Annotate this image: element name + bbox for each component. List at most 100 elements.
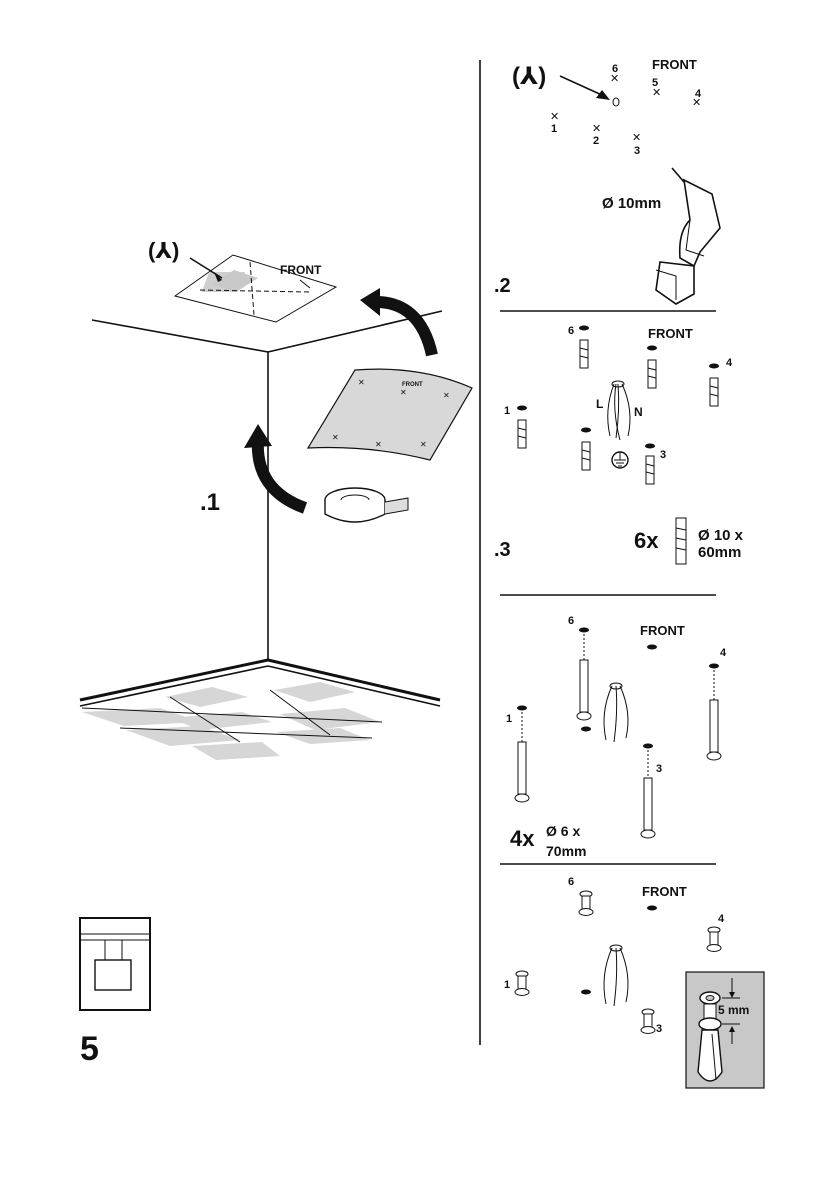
sheet-mark: ✕	[358, 378, 365, 387]
step-3-label: .3	[494, 539, 511, 561]
front-label: FRONT	[642, 884, 687, 899]
hole-number-2: 2	[593, 135, 599, 147]
step-3-panel: FRONT 6 4 1 3 L N 6x	[494, 325, 744, 565]
step-4-panel: FRONT 6 4 1 3 4x Ø 6 x 70mm	[506, 615, 727, 859]
screw-count: 4x	[510, 826, 535, 851]
placement-arrow-lower	[251, 439, 308, 514]
sheet-mark: ✕	[332, 433, 339, 442]
room-corner-illustration	[79, 310, 443, 707]
screw-head	[578, 890, 594, 916]
screw-head	[640, 1008, 656, 1034]
long-screw	[576, 627, 592, 721]
hole-number-4: 4	[720, 647, 727, 659]
plug-count: 6x	[634, 528, 659, 553]
plug-spec-line1: Ø 10 x	[698, 527, 744, 544]
power-cables	[603, 944, 629, 1007]
hole-number-4: 4	[695, 88, 702, 100]
floor-tiles	[81, 682, 383, 760]
power-cables	[607, 380, 631, 441]
step-5-panel: FRONT 6 4 1 3	[504, 876, 765, 1089]
hole-mark: ✕	[652, 87, 661, 99]
hole-number-1: 1	[504, 979, 510, 991]
screw-head	[514, 970, 530, 996]
hole-mark: ✕	[550, 111, 559, 123]
sheet-mark: ✕	[375, 440, 382, 449]
hole-number-1: 1	[506, 713, 512, 725]
plug-spec-line2: 60mm	[698, 544, 741, 561]
hole-number-6: 6	[612, 63, 618, 75]
floor-tile	[192, 742, 280, 760]
hole-dot	[581, 726, 591, 732]
hole-number-6: 6	[568, 876, 574, 888]
drill-icon	[655, 167, 721, 305]
screw-head	[706, 926, 722, 952]
step-2-panel: (⅄) FRONT 6 ✕ 5 ✕ 4 ✕ ✕ 1 ✕ 2 ✕ 3 Ø 10mm…	[494, 57, 721, 305]
hood-thumbnail-icon	[79, 917, 151, 1011]
placement-arrow-upper	[371, 295, 438, 357]
floor-tile	[165, 687, 248, 707]
hole-number-1: 1	[504, 405, 510, 417]
hole-dot	[647, 905, 657, 911]
hole-mark: ✕	[692, 97, 701, 109]
ground-symbol-label: (⅄)	[512, 63, 546, 90]
hole-number-3: 3	[656, 1023, 662, 1035]
hole-number-3: 3	[660, 449, 666, 461]
hole-number-3: 3	[634, 145, 640, 157]
ceiling-template: (⅄) FRONT	[148, 238, 338, 323]
adhesive-tape-roll-icon	[324, 487, 409, 523]
long-screw	[706, 663, 722, 761]
wall-plug	[517, 405, 527, 449]
hole-dot	[581, 989, 591, 995]
placement-arrow-upper-head	[360, 288, 380, 316]
floor-tile	[126, 726, 240, 746]
hole-number-1: 1	[551, 123, 557, 135]
floor-tile	[170, 712, 272, 730]
earth-hole	[612, 97, 620, 107]
drill-size-label: Ø 10mm	[602, 195, 661, 212]
sheet-mark: ✕	[420, 440, 427, 449]
step-2-label: .2	[494, 275, 511, 297]
power-cables	[603, 682, 629, 743]
hole-dot	[647, 644, 657, 650]
sheet-mark: ✕	[443, 391, 450, 400]
floor-tile	[274, 682, 355, 702]
wall-plug-icon	[675, 517, 687, 565]
neutral-wire-label: N	[634, 405, 643, 419]
wall-plug	[581, 427, 591, 471]
template-sheet-front-label: FRONT	[402, 382, 423, 388]
front-label: FRONT	[640, 623, 685, 638]
placement-arrow-lower-head	[244, 424, 272, 448]
hole-number-6: 6	[568, 615, 574, 627]
step-1-label: .1	[200, 489, 220, 516]
gap-measure-label: 5 mm	[718, 1003, 749, 1017]
earth-ground-icon	[611, 451, 629, 469]
screw-gap-inset	[685, 971, 765, 1089]
wall-plug	[647, 345, 657, 389]
floor-tile	[280, 708, 380, 730]
ground-symbol-label: (⅄)	[148, 238, 179, 263]
screw-spec-line2: 70mm	[546, 843, 586, 859]
hole-number-4: 4	[726, 357, 733, 369]
hole-number-5: 5	[652, 77, 658, 89]
template-sheet: FRONT ✕ ✕ ✕ ✕ ✕ ✕	[306, 368, 473, 461]
front-label: FRONT	[652, 57, 697, 72]
hole-number-3: 3	[656, 763, 662, 775]
sheet-mark: ✕	[400, 388, 407, 397]
wall-plug	[645, 443, 655, 485]
hole-mark: ✕	[632, 132, 641, 144]
long-screw	[640, 743, 656, 839]
page-number: 5	[80, 1030, 99, 1068]
hole-number-4: 4	[718, 913, 725, 925]
wall-plug	[579, 325, 589, 369]
live-wire-label: L	[596, 397, 603, 411]
hole-number-6: 6	[568, 325, 574, 337]
front-label: FRONT	[648, 326, 693, 341]
screw-spec-line1: Ø 6 x	[546, 823, 580, 839]
left-panel: (⅄) FRONT FRONT ✕ ✕ ✕ ✕ ✕ ✕	[79, 238, 473, 1068]
hole-mark: ✕	[592, 123, 601, 135]
long-screw	[514, 705, 530, 803]
template-front-label: FRONT	[280, 263, 322, 277]
hole-mark: ✕	[610, 73, 619, 85]
